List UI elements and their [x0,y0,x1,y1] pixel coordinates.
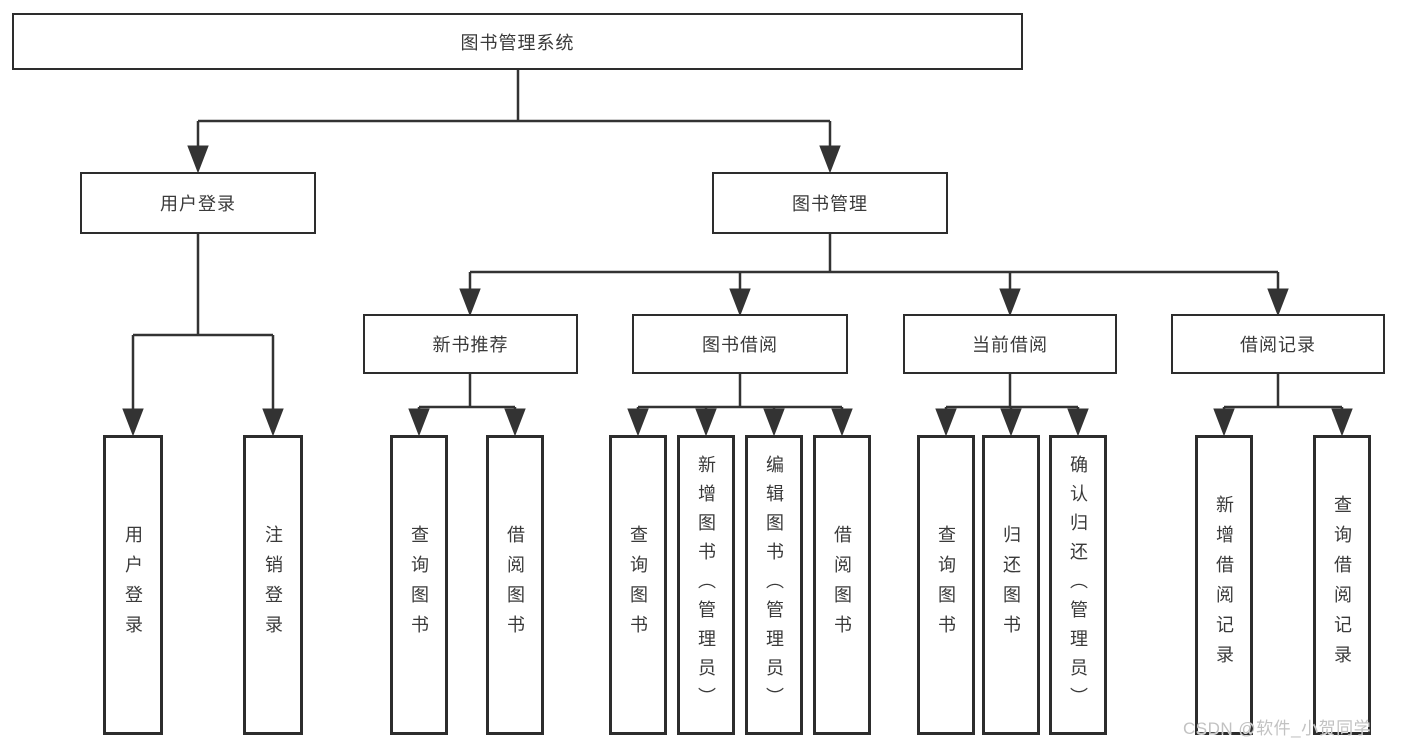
arrow-down-icon [187,145,209,174]
arrow-down-icon [729,288,751,317]
node-label: 借阅图书 [832,525,852,645]
leaf-query-books-current: 查询图书 [917,435,975,735]
arrow-down-icon [1267,288,1289,317]
node-label: 图书管理系统 [460,32,575,53]
node-label: 借阅图书 [505,525,525,645]
node-label: 新增图书（管理员） [696,454,716,716]
watermark-csdn: CSDN @软件_小贺同学 [1183,719,1372,738]
arrow-down-icon [459,288,481,317]
arrow-down-icon [122,408,144,437]
arrow-down-icon [1000,408,1022,437]
arrow-down-icon [763,408,785,437]
connector-book-borrow-children [636,374,844,412]
leaf-confirm-return-admin: 确认归还（管理员） [1049,435,1107,735]
leaf-add-book-admin: 新增图书（管理员） [677,435,735,735]
node-label: 图书管理 [792,194,868,214]
arrow-down-icon [1213,408,1235,437]
arrow-down-icon [819,145,841,174]
connector-root-to-level2 [196,70,832,150]
arrow-down-icon [627,408,649,437]
leaf-borrow-books-recommend: 借阅图书 [486,435,544,735]
connector-borrow-record-children [1222,374,1344,412]
node-label: 确认归还（管理员） [1068,454,1088,716]
node-label: 借阅记录 [1240,335,1316,355]
node-label: 新书推荐 [432,335,509,355]
leaf-return-book: 归还图书 [982,435,1040,735]
arrow-down-icon [504,408,526,437]
node-book-management: 图书管理 [712,172,948,234]
leaf-query-borrow-record: 查询借阅记录 [1313,435,1371,735]
connector-book-management-children [468,234,1280,292]
node-label: 归还图书 [1001,525,1021,645]
leaf-borrow-books: 借阅图书 [813,435,871,735]
leaf-query-books-recommend: 查询图书 [390,435,448,735]
arrow-down-icon [935,408,957,437]
node-user-login: 用户登录 [80,172,316,234]
arrow-down-icon [695,408,717,437]
leaf-edit-book-admin: 编辑图书（管理员） [745,435,803,735]
arrow-down-icon [262,408,284,437]
arrow-down-icon [1331,408,1353,437]
leaf-user-login: 用户登录 [103,435,163,735]
node-book-borrow: 图书借阅 [632,314,848,374]
node-new-book-recommend: 新书推荐 [363,314,578,374]
node-label: 用户登录 [123,525,143,645]
node-root-system: 图书管理系统 [12,13,1023,70]
arrow-down-icon [1067,408,1089,437]
node-label: 注销登录 [263,525,283,645]
leaf-logout: 注销登录 [243,435,303,735]
leaf-add-borrow-record: 新增借阅记录 [1195,435,1253,735]
arrowheads [122,145,1353,437]
connector-user-login-children [131,234,275,412]
node-borrow-records: 借阅记录 [1171,314,1385,374]
connector-new-book-children [417,374,517,412]
node-label: 新增借阅记录 [1214,495,1234,675]
arrow-down-icon [831,408,853,437]
node-label: 查询图书 [409,525,429,645]
node-label: 编辑图书（管理员） [764,454,784,716]
node-label: 查询借阅记录 [1332,495,1352,675]
node-label: 当前借阅 [972,335,1048,355]
node-label: 用户登录 [160,194,236,214]
arrow-down-icon [999,288,1021,317]
connector-current-borrow-children [944,374,1080,412]
arrow-down-icon [408,408,430,437]
leaf-query-books-borrow: 查询图书 [609,435,667,735]
node-label: 查询图书 [936,525,956,645]
node-current-borrow: 当前借阅 [903,314,1117,374]
node-label: 图书借阅 [702,335,778,355]
node-label: 查询图书 [628,525,648,645]
